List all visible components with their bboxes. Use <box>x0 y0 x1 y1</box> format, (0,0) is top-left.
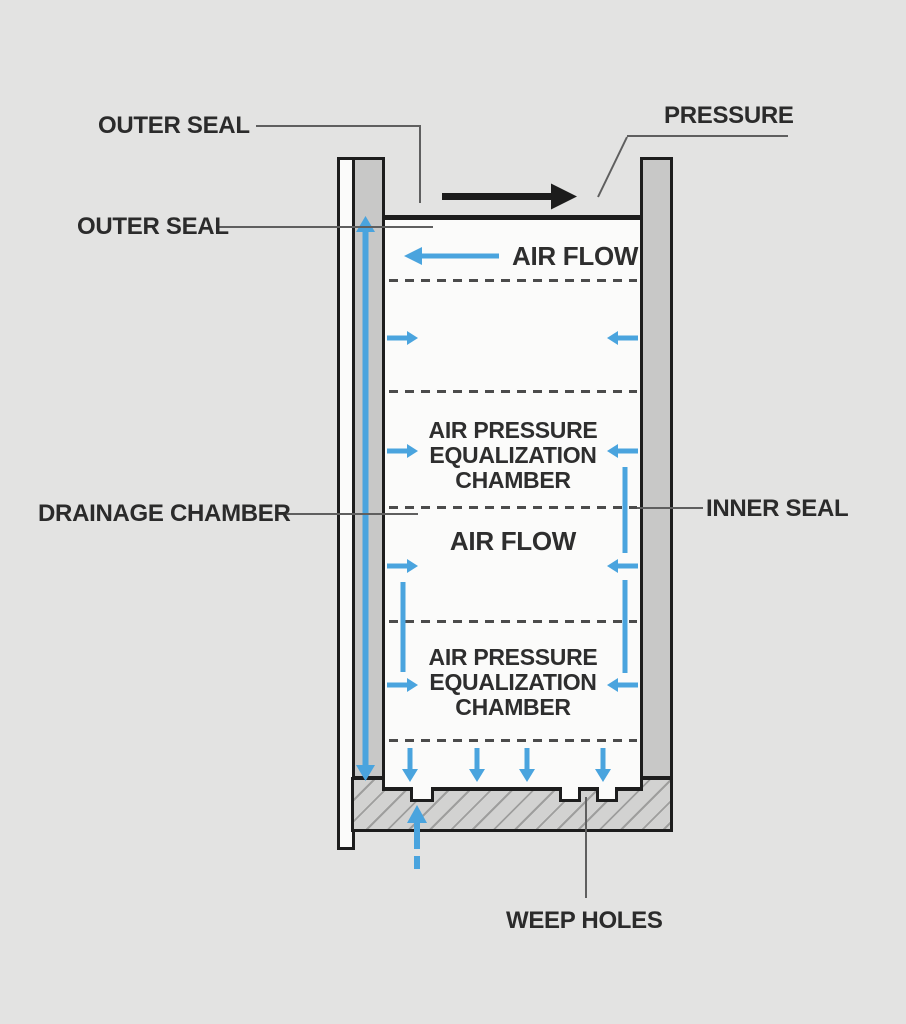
dashed-divider-3 <box>389 506 637 509</box>
pressure-leader-diagonal <box>597 136 628 198</box>
apec-lower-text: AIR PRESSURE EQUALIZATION CHAMBER <box>393 645 633 720</box>
dashed-divider-5 <box>389 739 637 742</box>
apec-lower-line-1: AIR PRESSURE <box>428 644 598 670</box>
outer-seal-mid-leader <box>216 226 433 228</box>
outer-seal-top-leader-h <box>256 125 421 127</box>
outer-wall-panel <box>337 157 355 850</box>
weep-hole-2 <box>559 787 581 802</box>
outer-seal-mid-label: OUTER SEAL <box>77 213 229 240</box>
outer-seal-top-leader-v <box>419 125 421 203</box>
weep-hole-1 <box>410 787 434 802</box>
pressure-arrow <box>442 183 577 210</box>
apec-upper-line-3: CHAMBER <box>455 467 571 493</box>
drainage-cavity <box>351 157 385 779</box>
air-flow-mid-text: AIR FLOW <box>449 526 577 556</box>
weep-hole-3 <box>596 787 618 802</box>
apec-upper-line-2: EQUALIZATION <box>429 442 597 468</box>
inner-seal-label: INNER SEAL <box>706 495 849 522</box>
pressure-leader-h <box>627 135 788 137</box>
inner-seal-leader <box>637 507 703 509</box>
inner-wall-panel <box>640 157 673 779</box>
apec-upper-text: AIR PRESSURE EQUALIZATION CHAMBER <box>393 418 633 493</box>
dashed-divider-4 <box>389 620 637 623</box>
dashed-divider-2 <box>389 390 637 393</box>
drainage-chamber-label: DRAINAGE CHAMBER <box>38 500 291 527</box>
equalization-chamber <box>382 215 643 791</box>
pressure-label: PRESSURE <box>664 102 794 129</box>
drainage-chamber-leader <box>279 513 418 515</box>
apec-lower-line-3: CHAMBER <box>455 694 571 720</box>
apec-lower-line-2: EQUALIZATION <box>429 669 597 695</box>
air-flow-upper-text: AIR FLOW <box>512 241 639 271</box>
outer-seal-top-label: OUTER SEAL <box>98 112 250 139</box>
apec-upper-line-1: AIR PRESSURE <box>428 417 598 443</box>
weep-holes-label: WEEP HOLES <box>506 907 663 934</box>
dashed-divider-1 <box>389 279 637 282</box>
weep-holes-leader <box>585 797 587 898</box>
